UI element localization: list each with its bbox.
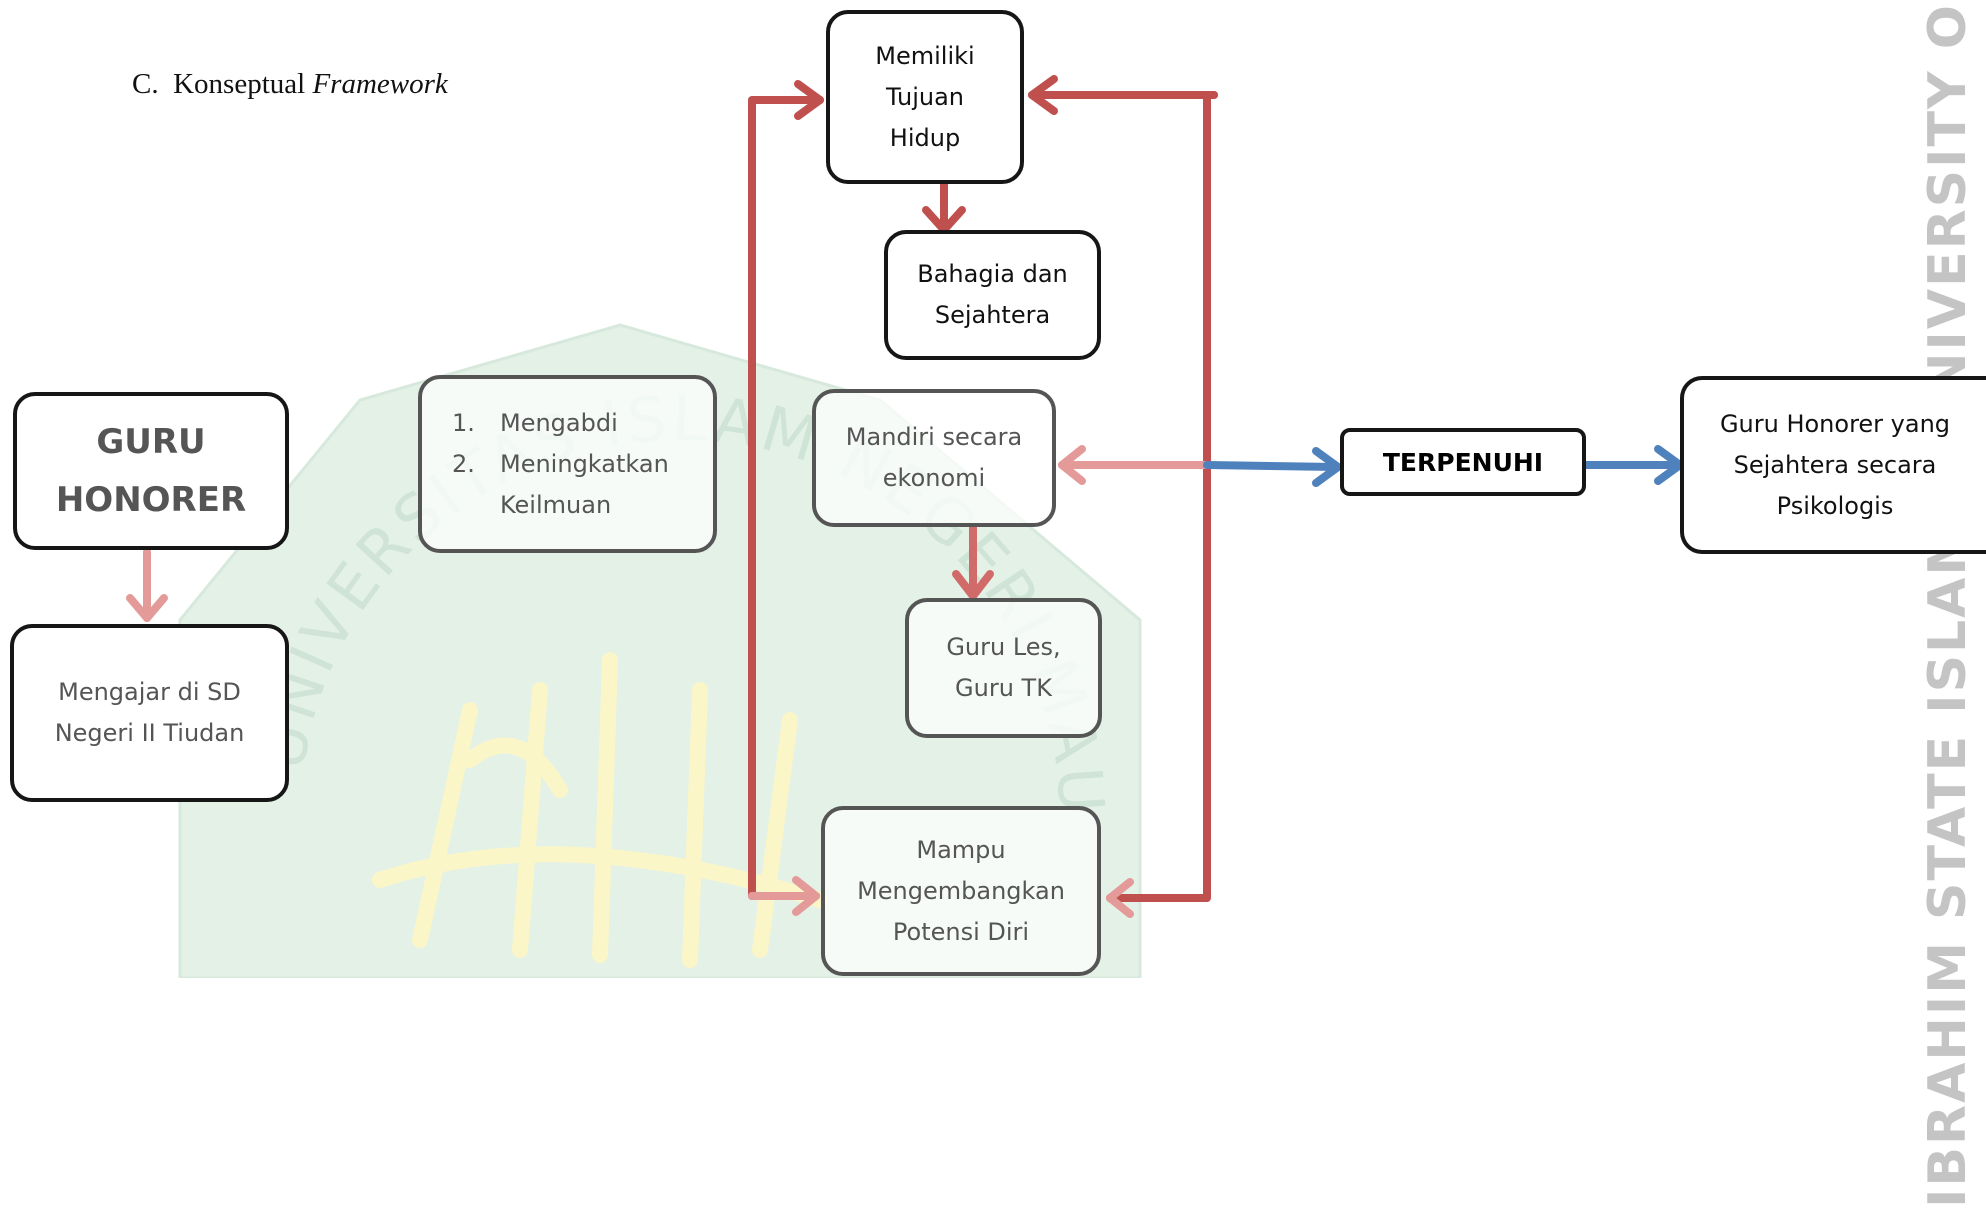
- motivasi-item-3: Keilmuan: [452, 485, 611, 526]
- arrow-to-terpenuhi-head: [1312, 447, 1342, 487]
- node-hasil-line3: Psikologis: [1776, 491, 1894, 520]
- node-hasil-line2: Sejahtera secara: [1733, 450, 1937, 479]
- node-guru-honorer-line1: GURU: [96, 422, 206, 462]
- node-guru-les-line2: Guru TK: [955, 674, 1052, 702]
- motivasi-item-1: 1. Mengabdi: [452, 403, 618, 444]
- arrow-left-loop-to-tujuan-head: [794, 80, 824, 120]
- node-mandiri-line1: Mandiri secara: [845, 423, 1023, 451]
- node-tujuan-hidup-line2: Tujuan: [885, 82, 965, 111]
- arrow-right-loop-to-tujuan-head: [1028, 75, 1058, 115]
- node-potensi-line3: Potensi Diri: [892, 917, 1030, 946]
- heading-text: Konseptual: [173, 68, 306, 100]
- motivasi-item-2-text: Meningkatkan: [500, 449, 669, 478]
- motivasi-item-1-num: 1.: [452, 408, 475, 437]
- node-motivasi: 1. Mengabdi 2. Meningkatkan Keilmuan: [418, 375, 717, 553]
- node-potensi-line2: Mengembangkan: [857, 876, 1065, 905]
- motivasi-item-1-text: Mengabdi: [500, 408, 618, 437]
- left-loop-line: [748, 96, 824, 900]
- node-tujuan-hidup: Memiliki Tujuan Hidup: [826, 10, 1024, 184]
- node-hasil: Guru Honorer yang Sejahtera secara Psiko…: [1680, 376, 1986, 554]
- node-guru-les-line1: Guru Les,: [946, 633, 1061, 661]
- motivasi-item-2-num: 2.: [452, 449, 475, 478]
- node-guru-honorer-line2: HONORER: [55, 480, 247, 520]
- arrow-right-loop-to-potensi-head: [1106, 878, 1134, 918]
- node-terpenuhi-label: TERPENUHI: [1382, 447, 1544, 477]
- node-guru-honorer: GURU HONORER: [13, 392, 289, 550]
- node-hasil-line1: Guru Honorer yang: [1719, 409, 1951, 438]
- section-heading: C. Konseptual Framework: [132, 68, 448, 101]
- arrow-left-loop-to-potensi-head: [792, 876, 820, 916]
- diagram-connectors: [126, 75, 1684, 918]
- heading-italic: Framework: [312, 68, 448, 100]
- node-guru-les: Guru Les, Guru TK: [905, 598, 1102, 738]
- node-potensi-line1: Mampu: [916, 835, 1006, 864]
- motivasi-item-3-num: [452, 485, 500, 526]
- node-mengajar-line2: Negeri II Tiudan: [54, 719, 245, 747]
- node-tujuan-hidup-line3: Hidup: [889, 123, 961, 152]
- motivasi-item-2: 2. Meningkatkan: [452, 444, 669, 485]
- right-loop-line: [1106, 91, 1218, 902]
- node-mandiri: Mandiri secara ekonomi: [812, 389, 1056, 527]
- arrow-to-mandiri-head: [1058, 445, 1086, 485]
- motivasi-item-3-text: Keilmuan: [500, 490, 612, 519]
- heading-prefix: C.: [132, 68, 159, 100]
- node-bahagia-line2: Sejahtera: [934, 301, 1051, 329]
- node-mengajar: Mengajar di SD Negeri II Tiudan: [10, 624, 289, 802]
- node-mengajar-line1: Mengajar di SD: [58, 678, 241, 706]
- arrow-mandiri-to-gurules-head: [952, 570, 994, 600]
- node-potensi: Mampu Mengembangkan Potensi Diri: [821, 806, 1101, 976]
- arrow-guru-to-mengajar-head: [126, 594, 168, 622]
- node-bahagia-line1: Bahagia dan: [917, 260, 1068, 288]
- node-mandiri-line2: ekonomi: [882, 464, 986, 492]
- node-tujuan-hidup-line1: Memiliki: [875, 41, 975, 70]
- arrow-to-terpenuhi: [1203, 461, 1340, 471]
- node-bahagia: Bahagia dan Sejahtera: [884, 230, 1101, 360]
- node-terpenuhi: TERPENUHI: [1340, 428, 1586, 496]
